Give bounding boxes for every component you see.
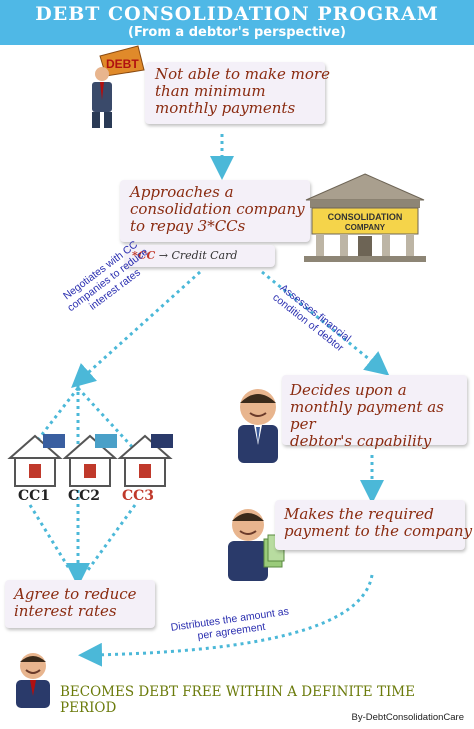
stressed-debtor-icon: DEBT (92, 45, 145, 128)
cc1-house-icon (7, 434, 65, 487)
cc3-label: CC3 (122, 488, 155, 504)
arrow-cc1-to-agree (28, 504, 72, 571)
step5-line-2: interest rates (14, 602, 117, 620)
arrow-step2-to-step3 (261, 270, 390, 376)
cc-footnote-meaning: → Credit Card (155, 249, 238, 262)
creditor-houses-icon (7, 434, 173, 487)
step4-text: Makes the required payment to the compan… (284, 506, 472, 540)
step3-line-2: monthly payment as per (290, 398, 444, 433)
credit-text: By-DebtConsolidationCare (351, 712, 464, 723)
page-subtitle: (From a debtor's perspective) (128, 25, 346, 40)
cc3-house-icon (117, 434, 173, 487)
step5-note (5, 580, 155, 628)
step3-note (282, 375, 467, 445)
arrow-step4-to-result (78, 574, 374, 667)
cc1-label: CC1 (18, 488, 51, 504)
header-banner: DEBT CONSOLIDATION PROGRAM (From a debto… (0, 0, 474, 45)
step1-text: Not able to make more than minimum month… (155, 66, 330, 117)
step4-line-2: payment to the company (284, 522, 473, 540)
debt-badge: DEBT (106, 57, 139, 71)
cc-footnote-abbr: *CC (132, 249, 156, 262)
step1-line-2: than minimum (155, 82, 266, 100)
step2-footnote-box (125, 245, 275, 267)
building-sign-line2: COMPANY (345, 223, 386, 232)
step4-note (275, 500, 465, 550)
step5-line-1: Agree to reduce (14, 585, 137, 603)
arrow-cc3-to-agree (86, 504, 137, 571)
step2-line-2: consolidation company (130, 200, 305, 218)
result-text: BECOMES DEBT FREE WITHIN A DEFINITE TIME… (60, 684, 415, 716)
satisfied-debtor-icon (238, 389, 278, 463)
step4-line-1: Makes the required (284, 505, 434, 523)
cc-footnote: *CC → Credit Card (132, 249, 237, 262)
arrow-to-cc3 (76, 386, 137, 452)
step2-line-3: to repay 3*CCs (130, 217, 246, 235)
page-title: DEBT CONSOLIDATION PROGRAM (35, 3, 439, 25)
step5-text: Agree to reduce interest rates (14, 586, 137, 620)
building-sign-line1: CONSOLIDATION (328, 212, 403, 222)
consolidation-company-building-icon: CONSOLIDATION COMPANY (304, 173, 426, 262)
step3-line-1: Decides upon a (290, 381, 407, 399)
arrow-step2-to-negotiate (71, 270, 202, 389)
step3-text: Decides upon a monthly payment as per de… (290, 382, 474, 450)
step2-note (120, 180, 310, 242)
step2-line-1: Approaches a (130, 183, 234, 201)
cc2-label: CC2 (68, 488, 101, 504)
step3-line-3: debtor's capability (290, 432, 432, 450)
cc2-house-icon (62, 434, 118, 487)
debt-free-man-icon (16, 653, 50, 708)
step1-line-3: monthly payments (155, 99, 296, 117)
step1-note (145, 62, 325, 124)
step2-text: Approaches a consolidation company to re… (130, 184, 305, 235)
step1-line-1: Not able to make more (155, 65, 330, 83)
